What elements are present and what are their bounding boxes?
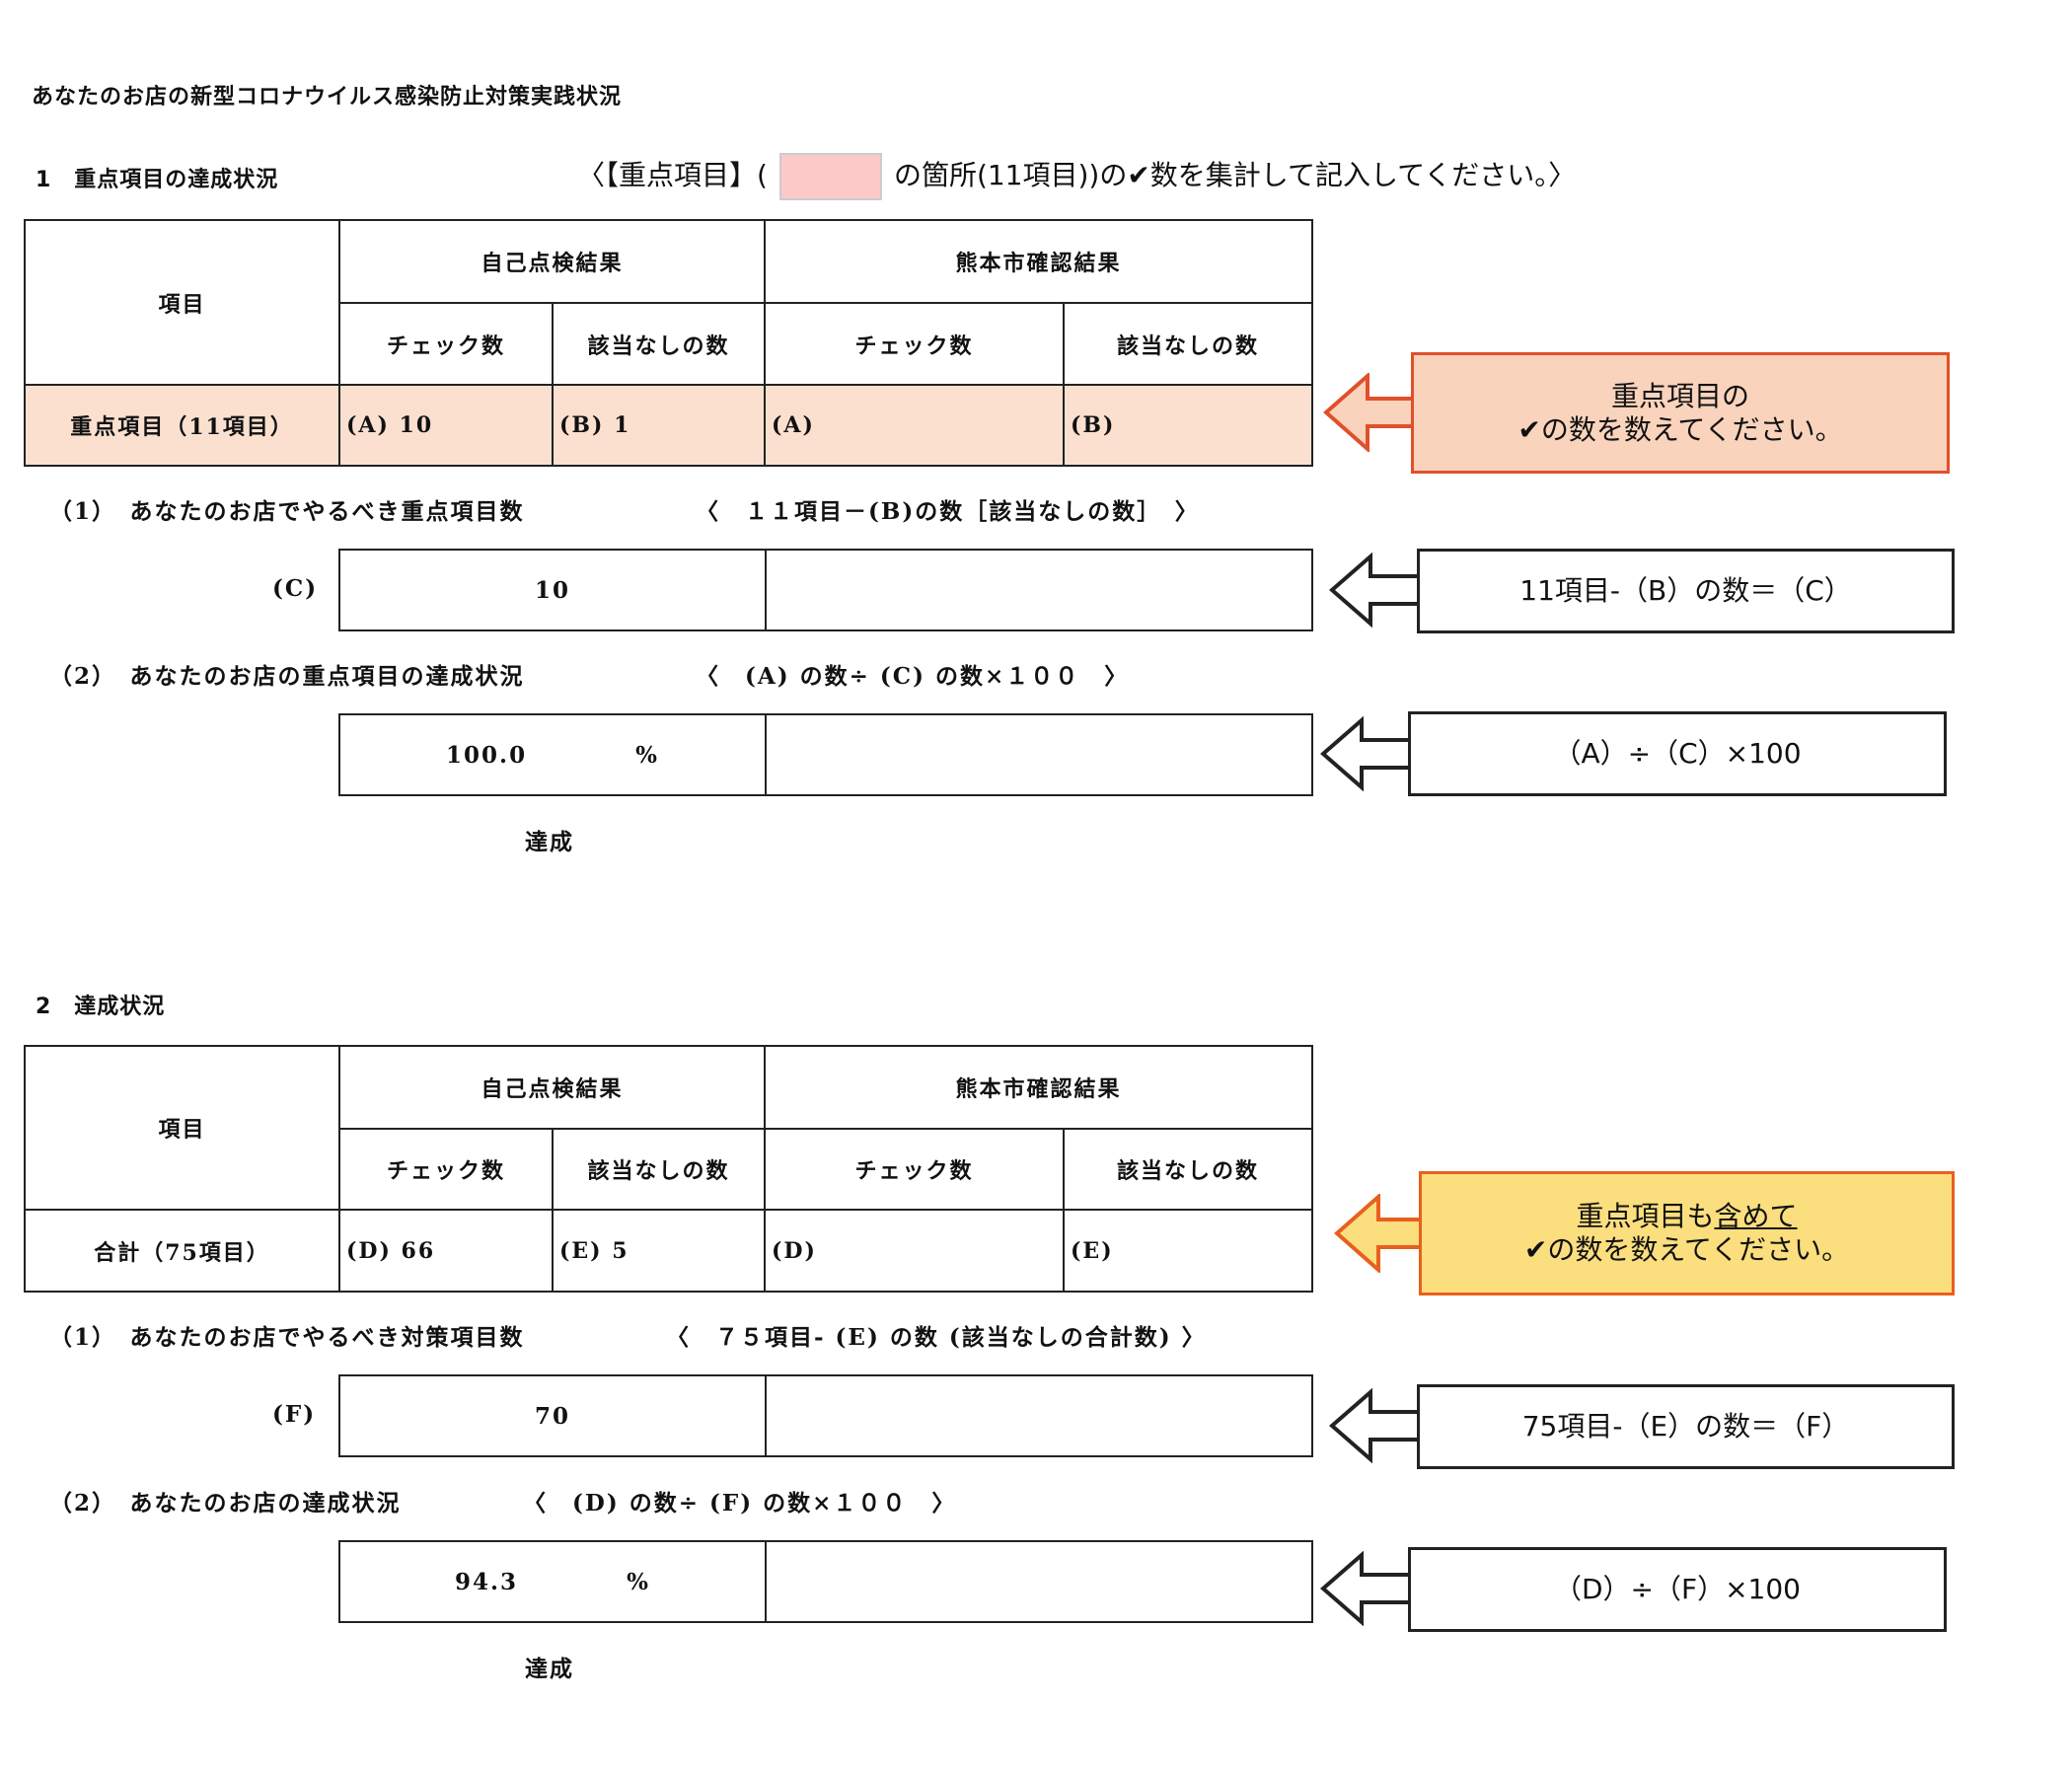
pct-value[interactable]: 94.3 — [455, 1568, 519, 1595]
city-na-value[interactable]: (B) — [1063, 384, 1314, 467]
section1-heading: 1 重点項目の達成状況 — [36, 168, 279, 192]
q1-label: （1） あなたのお店でやるべき重点項目数 — [49, 498, 525, 525]
table-row: 合計（75項目） (D) 66 (E) 5 (D) (E) — [24, 1209, 1314, 1293]
col-na: 該当なしの数 — [551, 1128, 767, 1211]
self-check-value[interactable]: (D) 66 — [338, 1209, 554, 1293]
arrow-left-icon — [1334, 1194, 1433, 1273]
pct-value[interactable]: 100.0 — [446, 741, 528, 769]
col-check: チェック数 — [338, 1128, 554, 1211]
result-label: 達成 — [525, 829, 574, 855]
callout-line: 重点項目の — [1610, 379, 1749, 412]
callout-line: ✔の数を数えてください。 — [1517, 412, 1843, 446]
col-check: チェック数 — [764, 1128, 1066, 1211]
arrow-left-icon — [1323, 373, 1422, 452]
col-na: 該当なしの数 — [1063, 1128, 1314, 1211]
arrow-left-icon — [1320, 716, 1415, 791]
self-check-header: 自己点検結果 — [337, 219, 767, 304]
city-check-value[interactable]: (A) — [764, 384, 1066, 467]
f-label: (F) — [272, 1401, 317, 1428]
instruction-post: の箇所(11項目))の✔数を集計して記入してください。〉 — [893, 159, 1577, 191]
q1-formula: 〈 １１項目－(B)の数［該当なしの数］ 〉 — [696, 498, 1200, 525]
callout-pct-formula: （A）÷（C）×100 — [1408, 711, 1947, 796]
f-box: 70 — [338, 1374, 1313, 1457]
col-check: チェック数 — [764, 302, 1066, 386]
q1-formula: 〈 ７５項目- (E) の数 (該当なしの合計数) 〉 — [666, 1324, 1207, 1351]
highlight-swatch — [778, 153, 882, 200]
pct-box: 100.0% — [338, 713, 1313, 796]
c-city-value[interactable] — [767, 551, 1311, 629]
arrow-left-icon — [1329, 1388, 1428, 1463]
pct-box: 94.3% — [338, 1540, 1313, 1623]
arrow-left-icon — [1329, 553, 1428, 628]
section1-table: 項目 自己点検結果 熊本市確認結果 チェック数 該当なしの数 チェック数 該当な… — [24, 219, 1314, 467]
pct-cell: 100.0% — [340, 715, 767, 794]
callout-pct-formula: （D）÷（F）×100 — [1408, 1547, 1947, 1632]
section2-table: 項目 自己点検結果 熊本市確認結果 チェック数 該当なしの数 チェック数 該当な… — [24, 1045, 1314, 1293]
city-na-value[interactable]: (E) — [1063, 1209, 1314, 1293]
pct-cell: 94.3% — [340, 1542, 767, 1621]
callout-line: ✔の数を数えてください。 — [1523, 1233, 1850, 1266]
self-na-value[interactable]: (E) 5 — [551, 1209, 767, 1293]
self-check-header: 自己点検結果 — [337, 1045, 767, 1130]
callout-text: 重点項目も — [1576, 1200, 1715, 1233]
col-check: チェック数 — [338, 302, 554, 386]
c-box: 10 — [338, 549, 1313, 631]
page-title: あなたのお店の新型コロナウイルス感染防止対策実践状況 — [32, 85, 623, 110]
q2-label: （2） あなたのお店の達成状況 — [49, 1490, 402, 1517]
callout-count-all: 重点項目も含めて✔の数を数えてください。 — [1419, 1171, 1955, 1295]
instruction-pre: 〈【重点項目】( — [577, 159, 768, 191]
pct-city-value[interactable] — [767, 1542, 1311, 1621]
col-na: 該当なしの数 — [551, 302, 767, 386]
f-value[interactable]: 70 — [340, 1376, 767, 1455]
col-na: 該当なしの数 — [1063, 302, 1314, 386]
section2-heading: 2 達成状況 — [36, 995, 166, 1019]
callout-count-priority: 重点項目の✔の数を数えてください。 — [1411, 352, 1950, 474]
city-check-header: 熊本市確認結果 — [764, 219, 1314, 304]
c-label: (C) — [272, 575, 319, 602]
self-na-value[interactable]: (B) 1 — [551, 384, 767, 467]
pct-city-value[interactable] — [767, 715, 1311, 794]
item-header: 項目 — [24, 1045, 340, 1211]
item-header: 項目 — [24, 219, 340, 386]
city-check-header: 熊本市確認結果 — [764, 1045, 1314, 1130]
section1-instruction: 〈【重点項目】( の箇所(11項目))の✔数を集計して記入してください。〉 — [577, 153, 1576, 200]
self-check-value[interactable]: (A) 10 — [338, 384, 554, 467]
callout-f-formula: 75項目-（E）の数＝（F） — [1417, 1384, 1955, 1469]
row-label: 重点項目（11項目） — [24, 384, 340, 467]
callout-c-formula: 11項目-（B）の数＝（C） — [1417, 549, 1955, 633]
pct-unit: % — [627, 1568, 650, 1595]
pct-unit: % — [635, 741, 659, 769]
q2-formula: 〈 (A) の数÷ (C) の数×１００ 〉 — [696, 663, 1130, 690]
f-city-value[interactable] — [767, 1376, 1311, 1455]
arrow-left-icon — [1320, 1551, 1415, 1626]
callout-underlined-text: 含めて — [1714, 1200, 1798, 1233]
c-value[interactable]: 10 — [340, 551, 767, 629]
callout-line: 重点項目も含めて — [1524, 1200, 1849, 1233]
result-label: 達成 — [525, 1656, 574, 1682]
q2-label: （2） あなたのお店の重点項目の達成状況 — [49, 663, 525, 690]
q2-formula: 〈 (D) の数÷ (F) の数×１００ 〉 — [523, 1490, 957, 1517]
table-row: 重点項目（11項目） (A) 10 (B) 1 (A) (B) — [24, 384, 1314, 467]
q1-label: （1） あなたのお店でやるべき対策項目数 — [49, 1324, 525, 1351]
city-check-value[interactable]: (D) — [764, 1209, 1066, 1293]
row-label: 合計（75項目） — [24, 1209, 340, 1293]
